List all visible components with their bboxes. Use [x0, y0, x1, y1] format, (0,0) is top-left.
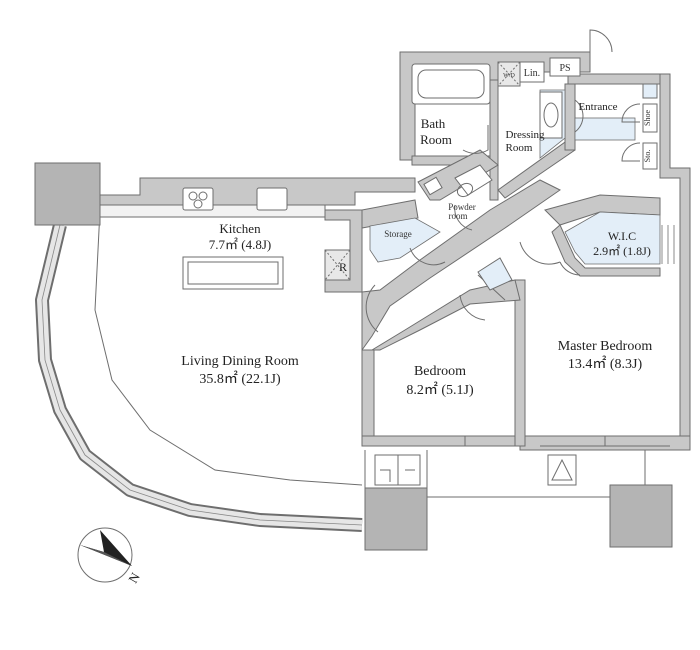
wic-area: 2.9㎡ (1.8J) — [593, 244, 651, 258]
sto-door[interactable] — [621, 142, 641, 162]
washer-label: W/D — [503, 73, 515, 79]
compass-needle-icon — [80, 530, 132, 566]
kitchen-fixtures — [99, 187, 326, 290]
bath-label-1: Bath — [421, 116, 446, 131]
powder-door[interactable] — [454, 204, 473, 231]
entrance-door[interactable] — [589, 29, 613, 53]
bedroom-windows — [430, 435, 670, 447]
pillar-top-left — [34, 162, 101, 226]
balcony-unit — [374, 454, 421, 486]
refrigerator-label: R — [339, 260, 347, 274]
bedroom-closet — [477, 257, 513, 291]
bath-label-2: Room — [420, 132, 452, 147]
entrance-label: Entrance — [578, 101, 617, 113]
labels: Kitchen 7.7㎡ (4.8J) Living Dining Room 3… — [181, 63, 652, 398]
living-label: Living Dining Room — [181, 354, 299, 369]
ps-label: PS — [559, 63, 570, 74]
living-area: 35.8㎡ (22.1J) — [199, 371, 281, 387]
washer-box — [497, 61, 521, 87]
curved-window-wall — [35, 209, 363, 532]
storage-area — [369, 217, 441, 263]
shoe-label: Shoe — [643, 110, 652, 126]
burner-icon — [198, 191, 208, 201]
bedroom-label: Bedroom — [414, 364, 466, 379]
burner-icon — [188, 191, 198, 201]
master-door[interactable] — [519, 241, 561, 265]
wic-door[interactable] — [559, 261, 581, 276]
sto-label: Sto. — [643, 150, 652, 163]
entrance-floor — [574, 117, 636, 141]
wic-label: W.I.C — [608, 229, 636, 243]
stove — [182, 187, 214, 211]
wic-rail — [661, 225, 675, 264]
master-label: Master Bedroom — [558, 339, 653, 354]
wic-area — [564, 211, 661, 265]
kitchen-area: 7.7㎡ (4.8J) — [209, 237, 271, 252]
ldr-door[interactable] — [365, 284, 379, 333]
doors — [365, 29, 641, 333]
small-closets — [519, 57, 581, 83]
bedroom-door[interactable] — [459, 294, 486, 321]
bath-door[interactable] — [462, 125, 489, 154]
dressing-label-2: Room — [506, 142, 533, 154]
shoe-door[interactable] — [621, 103, 641, 123]
storage-door[interactable] — [409, 247, 446, 266]
pillar-bottom-middle — [364, 487, 428, 551]
powder-label-2: room — [449, 211, 468, 221]
basin — [539, 91, 563, 139]
balcony-rail — [364, 450, 646, 498]
compass: N — [77, 527, 143, 586]
compass-needle-half-icon — [80, 545, 132, 566]
compass-label: N — [125, 569, 143, 585]
toilet — [423, 164, 493, 198]
pillar-bottom-right — [609, 484, 673, 548]
storage-label: Storage — [384, 229, 412, 239]
ac-unit — [547, 454, 577, 486]
island-inner — [187, 261, 279, 285]
pillars — [34, 162, 673, 551]
entrance-closets — [642, 83, 658, 170]
powder-label-1: Powder — [448, 202, 476, 212]
linen-label: Lin. — [524, 68, 540, 79]
kitchen-label: Kitchen — [219, 221, 261, 236]
sink — [256, 187, 288, 211]
master-area: 13.4㎡ (8.3J) — [568, 356, 643, 372]
burner-icon — [193, 199, 203, 209]
bathtub — [411, 63, 491, 105]
dressing-door[interactable] — [574, 99, 584, 133]
refrigerator-box — [324, 249, 351, 281]
dressing-label-1: Dressing — [505, 129, 545, 141]
bedroom-area: 8.2㎡ (5.1J) — [406, 382, 474, 398]
